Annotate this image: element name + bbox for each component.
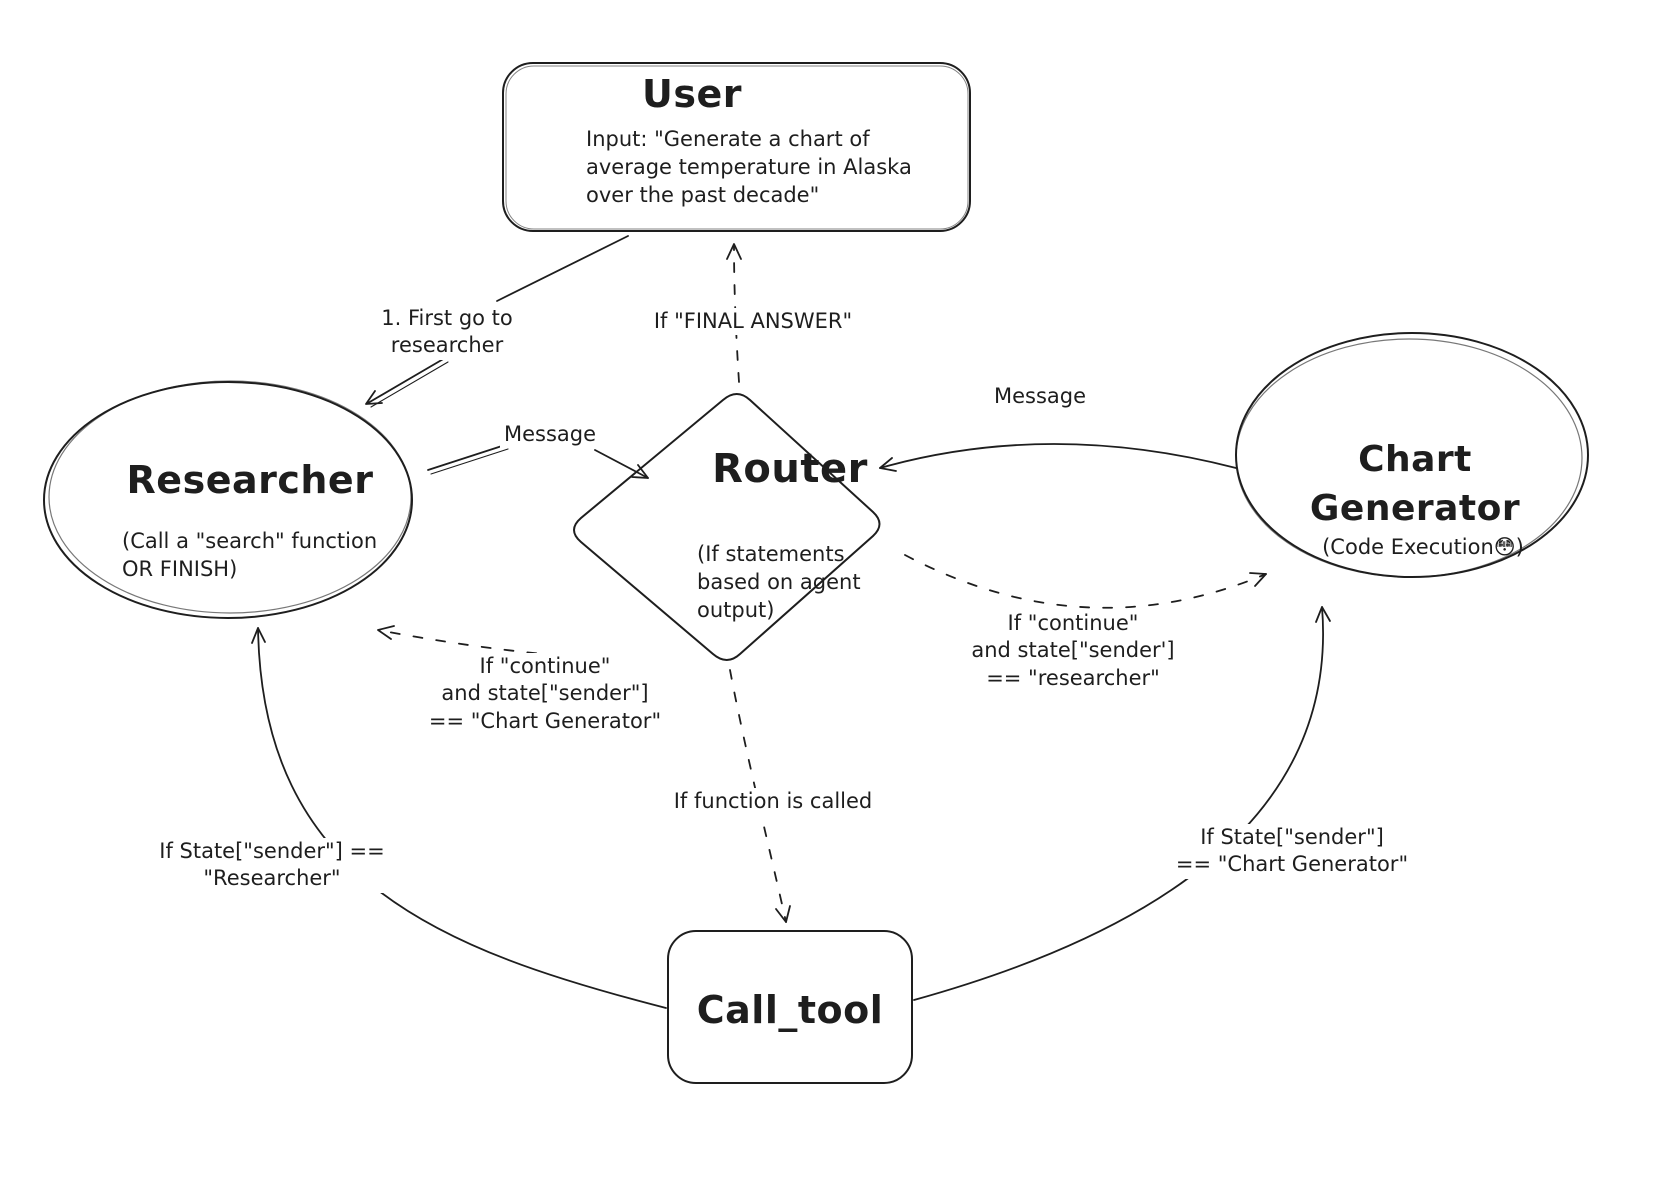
arrow-router-to-call-tool	[729, 669, 791, 923]
arrow-user-to-researcher-segment	[496, 235, 629, 302]
arrow-router-to-chart-generator-line	[904, 554, 1267, 609]
arrowhead	[775, 905, 791, 923]
researcher-node-outline	[43, 381, 413, 619]
arrow-user-to-researcher	[365, 235, 629, 408]
edge-label-state-researcher: If State["sender"] == "Researcher"	[155, 838, 389, 893]
edge-label-first-go-to-researcher: 1. First go to researcher	[377, 305, 517, 360]
edge-label-if-function-called: If function is called	[669, 788, 877, 816]
router-node-subtitle: (If statements based on agent output)	[697, 542, 861, 622]
arrow-user-to-researcher-segment	[367, 357, 446, 404]
arrow-chart-generator-to-router-line	[879, 443, 1237, 469]
router-node-title: Router	[712, 446, 868, 492]
arrowhead	[251, 627, 266, 644]
chart-generator-node-title: Chart Generator	[1309, 439, 1521, 529]
call-tool-node-title: Call_tool	[696, 988, 884, 1032]
router-node-outline	[573, 393, 881, 661]
arrow-researcher-to-router-sketch	[430, 448, 509, 475]
arrowhead	[631, 464, 649, 479]
arrow-chart-generator-to-router	[879, 443, 1237, 472]
arrowhead	[377, 625, 395, 640]
edge-label-continue-chart-generator: If "continue" and state["sender"] == "Ch…	[424, 653, 666, 735]
user-input-text: Input: "Generate a chart of average temp…	[586, 127, 912, 207]
arrowhead	[1315, 606, 1331, 623]
edge-label-continue-researcher: If "continue" and state["sender'] == "re…	[967, 610, 1179, 692]
researcher-node-title: Researcher	[126, 458, 374, 502]
arrow-router-to-chart-generator	[904, 554, 1267, 609]
user-node-outline-sketch	[505, 65, 969, 230]
chart-generator-node-shape	[1235, 332, 1589, 578]
call-tool-node-outline	[667, 930, 913, 1084]
researcher-node-shape	[43, 380, 413, 619]
user-node-title: User	[642, 72, 742, 116]
arrow-researcher-to-router-segment	[427, 444, 506, 471]
arrowhead	[726, 243, 742, 260]
arrow-router-to-call-tool-line	[729, 669, 787, 923]
arrow-user-to-researcher-sketch	[370, 361, 449, 408]
arrowhead	[1249, 572, 1267, 587]
user-node-outline	[502, 62, 971, 232]
chart-generator-node-subtitle: (Code Execution😳)	[1322, 535, 1524, 559]
edge-label-message-chart-generator: Message	[989, 383, 1091, 411]
arrow-researcher-to-router-segment	[594, 449, 649, 479]
researcher-node-outline-sketch	[48, 380, 412, 614]
chart-generator-node-outline-sketch	[1235, 338, 1583, 578]
arrow-researcher-to-router	[427, 444, 649, 479]
edge-label-if-final-answer: If "FINAL ANSWER"	[649, 308, 857, 336]
arrowhead	[365, 390, 383, 405]
researcher-node-subtitle: (Call a "search" function OR FINISH)	[122, 529, 378, 581]
arrowhead	[879, 457, 897, 472]
edge-label-state-chart-generator: If State["sender"] == "Chart Generator"	[1171, 824, 1413, 879]
user-node-shape	[502, 62, 971, 232]
edge-label-message-researcher: Message	[499, 421, 601, 449]
